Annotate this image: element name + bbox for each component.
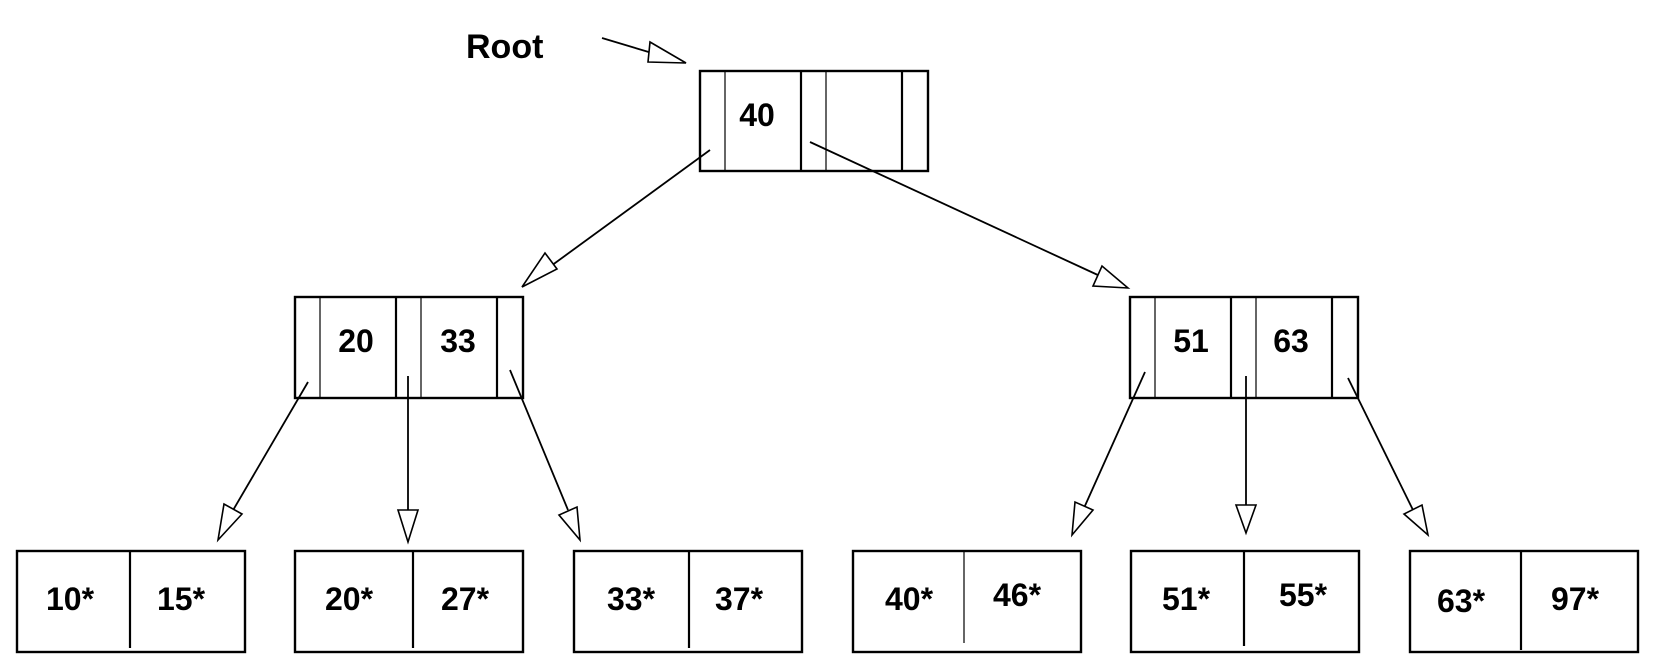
leaf-node-1: 10* 15*: [15, 549, 247, 654]
leaf-2-entry-1: 20*: [325, 581, 374, 617]
leaf-node-4: 40* 46*: [851, 549, 1083, 654]
leaf-6-entry-1: 63*: [1437, 583, 1486, 619]
internal-right-key-2: 63: [1273, 323, 1309, 359]
leaf-node-5: 51* 55*: [1129, 549, 1361, 654]
edge-left-to-leaf-1: [216, 381, 309, 543]
root-label: Root: [466, 28, 543, 66]
internal-node-right: 51 63: [1128, 295, 1360, 400]
root-node: 40: [698, 69, 930, 173]
internal-right-key-1: 51: [1173, 323, 1209, 359]
leaf-5-entry-1: 51*: [1162, 581, 1211, 617]
leaf-node-3: 33* 37*: [572, 549, 804, 654]
edge-left-to-leaf-3: [509, 369, 582, 543]
leaf-3-entry-2: 37*: [715, 581, 764, 617]
leaf-3-entry-1: 33*: [607, 581, 656, 617]
leaf-node-6: 63* 97*: [1408, 549, 1640, 654]
root-key-1: 40: [739, 97, 775, 133]
leaf-node-2: 20* 27*: [293, 549, 525, 654]
leaf-4-entry-1: 40*: [885, 581, 934, 617]
internal-left-key-1: 20: [338, 323, 374, 359]
edge-right-to-leaf-4: [1070, 371, 1146, 538]
leaf-1-entry-1: 10*: [46, 581, 95, 617]
leaf-6-entry-2: 97*: [1551, 581, 1600, 617]
leaf-1-entry-2: 15*: [157, 581, 206, 617]
internal-left-key-2: 33: [440, 323, 476, 359]
leaf-5-entry-2: 55*: [1279, 577, 1328, 613]
edge-root-to-left: [521, 149, 711, 288]
edge-right-to-leaf-5: [1234, 376, 1258, 536]
root-pointer-arrow: [601, 37, 687, 64]
internal-node-left: 20 33: [293, 295, 525, 400]
leaf-2-entry-2: 27*: [441, 581, 490, 617]
edge-right-to-leaf-6: [1347, 377, 1430, 538]
edge-root-to-right: [809, 141, 1131, 289]
edge-left-to-leaf-2: [396, 376, 420, 545]
leaf-4-entry-2: 46*: [993, 577, 1042, 613]
